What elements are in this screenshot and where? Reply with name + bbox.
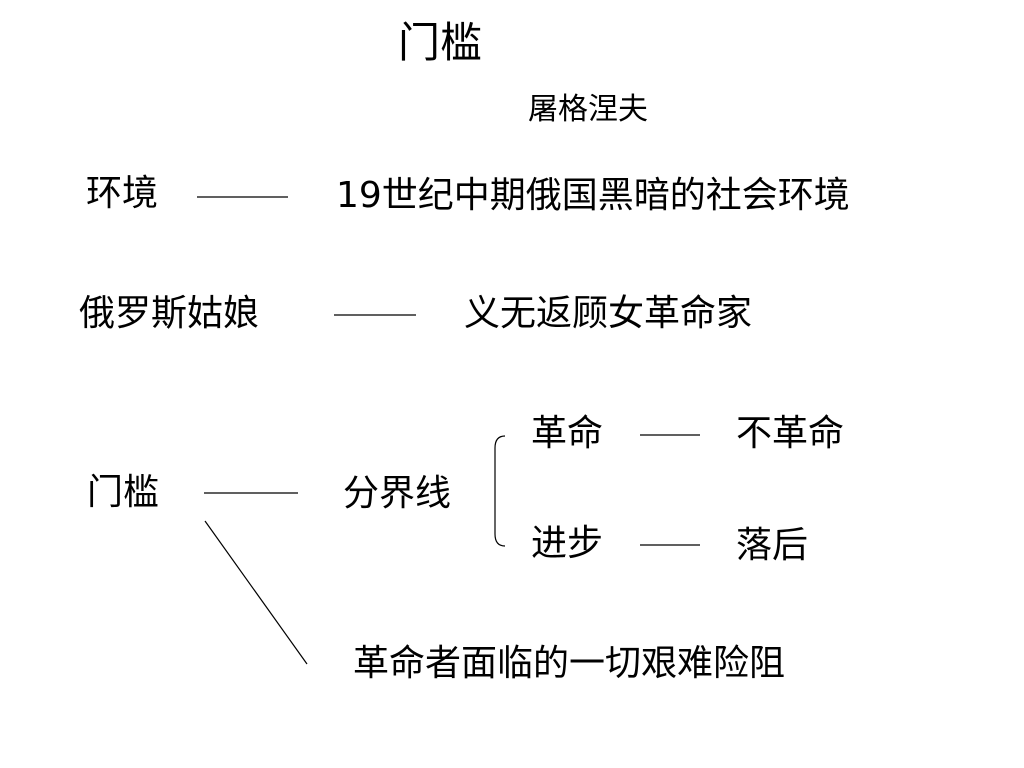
pair-right-backward: 落后 [736, 525, 809, 566]
meaning-russian-girl: 义无返顾女革命家 [464, 293, 753, 334]
term-russian-girl: 俄罗斯姑娘 [79, 293, 260, 334]
term-environment: 环境 [86, 173, 159, 214]
meaning-environment: 19世纪中期俄国黑暗的社会环境 [336, 175, 850, 216]
pairs-bracket [494, 435, 506, 547]
pair-left-progress: 进步 [531, 523, 604, 564]
page-title: 门槛 [398, 18, 483, 67]
pair-right-no-revolution: 不革命 [736, 413, 845, 454]
term-threshold: 门槛 [87, 472, 160, 513]
meaning-hardships: 革命者面临的一切艰难险阻 [353, 643, 786, 684]
meaning-threshold: 分界线 [343, 473, 452, 514]
pair-left-revolution: 革命 [531, 413, 604, 454]
threshold-diagonal-connector [204, 520, 308, 665]
author-name: 屠格涅夫 [528, 92, 648, 127]
